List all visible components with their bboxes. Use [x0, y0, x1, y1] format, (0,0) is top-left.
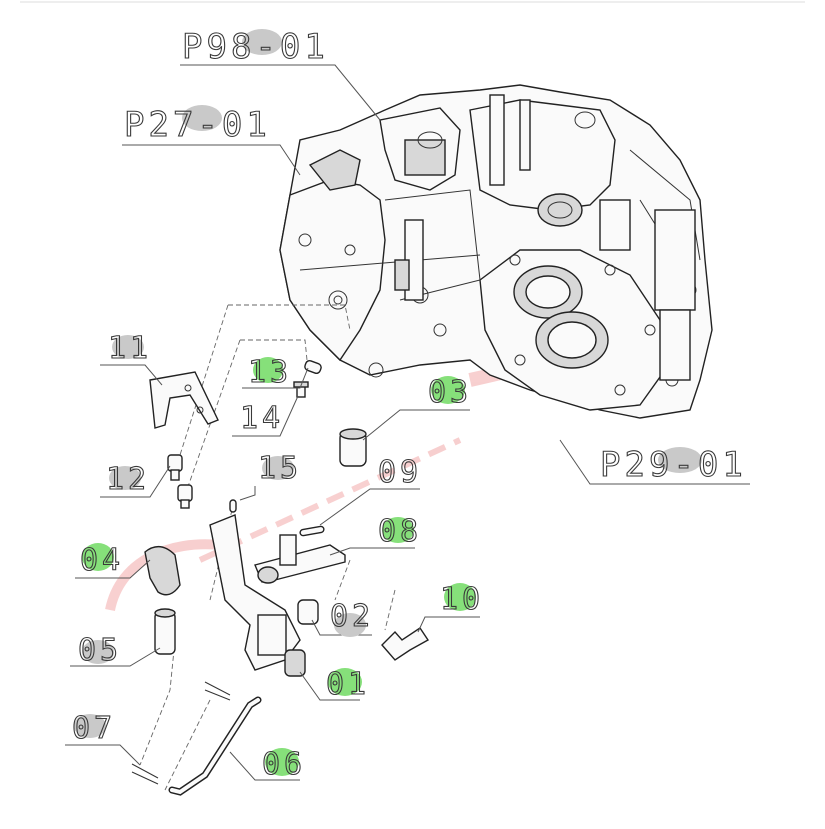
- part-08-lever: [254, 534, 346, 584]
- label-highlights: [74, 29, 702, 776]
- part-03-sleeve: [339, 428, 367, 467]
- label-11: 11: [108, 331, 152, 366]
- label-09: 09: [378, 455, 422, 490]
- label-13: 13: [248, 355, 292, 390]
- part-09-pin: [299, 525, 325, 537]
- part-labels: P98-01 P27-01 P29-01 11 13 14 12 15 03 0…: [71, 26, 747, 782]
- label-05: 05: [78, 633, 122, 668]
- part-15-pin: [229, 499, 237, 513]
- part-06-rod: [168, 696, 262, 796]
- part-10-fork: [381, 627, 430, 661]
- label-12: 12: [106, 462, 150, 497]
- part-01-sleeve: [284, 649, 306, 677]
- engine-housing-block: [279, 84, 713, 419]
- part-12-bolts: [167, 454, 193, 509]
- label-08: 08: [378, 514, 422, 549]
- label-p27-01: P27-01: [124, 105, 271, 145]
- label-04: 04: [80, 543, 124, 578]
- label-15: 15: [258, 451, 302, 486]
- label-07: 07: [72, 711, 116, 746]
- label-01: 01: [326, 667, 370, 702]
- label-p29-01: P29-01: [600, 445, 747, 485]
- label-03: 03: [428, 375, 472, 410]
- label-02: 02: [330, 599, 374, 634]
- part-13-pin: [304, 359, 322, 375]
- part-04-block: [144, 546, 181, 596]
- part-02-sleeve: [297, 599, 319, 625]
- part-07-cotter-pins: [131, 681, 231, 785]
- label-10: 10: [440, 582, 484, 617]
- label-06: 06: [262, 747, 306, 782]
- label-14: 14: [240, 401, 284, 436]
- part-05-pin: [154, 608, 176, 655]
- part-11-bracket: [149, 371, 219, 429]
- label-p98-01: P98-01: [182, 27, 329, 67]
- leader-lines: [65, 64, 750, 781]
